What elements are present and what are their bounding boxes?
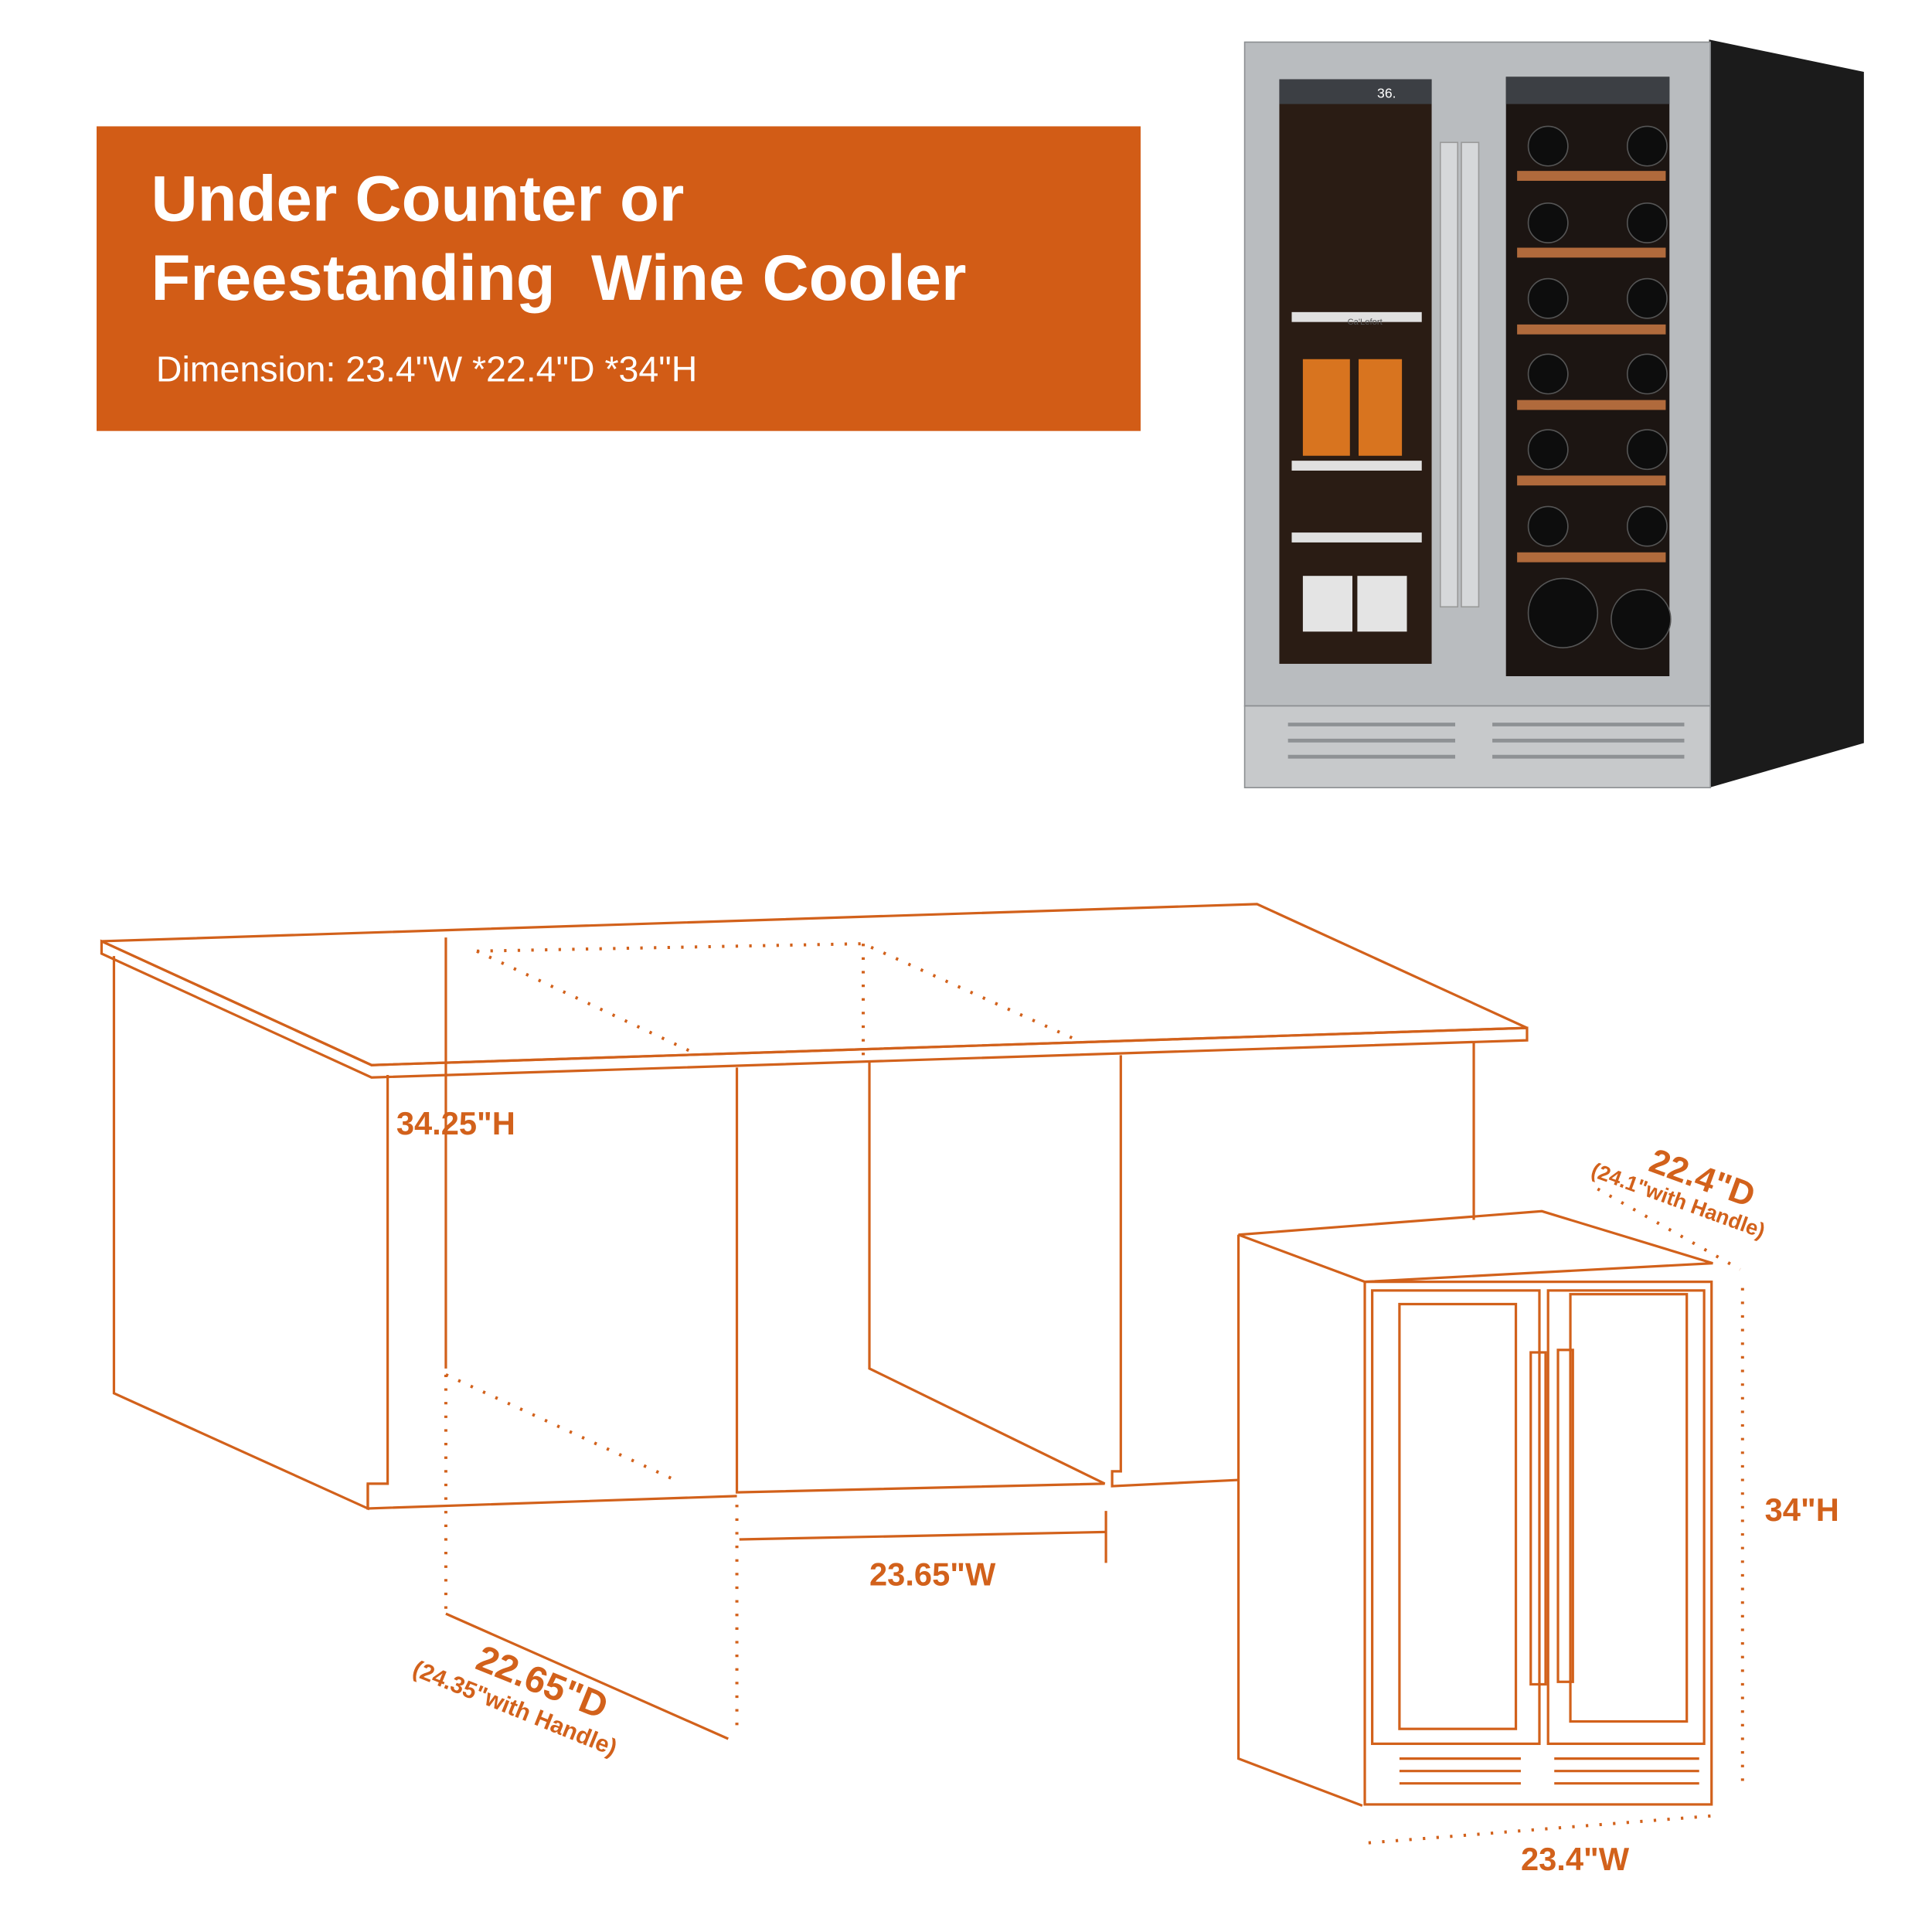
door-handle bbox=[1439, 141, 1459, 608]
title-banner: Under Counter or Freestanding Wine Coole… bbox=[97, 126, 1141, 431]
banner-title-line1: Under Counter or bbox=[151, 162, 685, 234]
brand-label: Ca'Lefort bbox=[1348, 318, 1383, 327]
display-temperature: 36. bbox=[1377, 86, 1396, 101]
cutout-height-label: 34.25"H bbox=[396, 1105, 515, 1141]
left-door-glass bbox=[1279, 79, 1432, 664]
banner-subtitle: Dimension: 23.4"W *22.4"D *34"H bbox=[156, 349, 697, 389]
unit-drawing bbox=[1236, 1187, 1744, 1845]
banner-title-line2: Freestanding Wine Cooler bbox=[151, 242, 967, 314]
counter-cutout-drawing bbox=[100, 903, 1529, 1740]
unit-width-label: 23.4"W bbox=[1521, 1841, 1630, 1877]
wine-cooler-photo: 36. Ca'Lefort bbox=[1243, 39, 1864, 789]
cutout-width-label: 23.65"W bbox=[869, 1556, 996, 1592]
unit-height-label: 34"H bbox=[1765, 1492, 1839, 1528]
